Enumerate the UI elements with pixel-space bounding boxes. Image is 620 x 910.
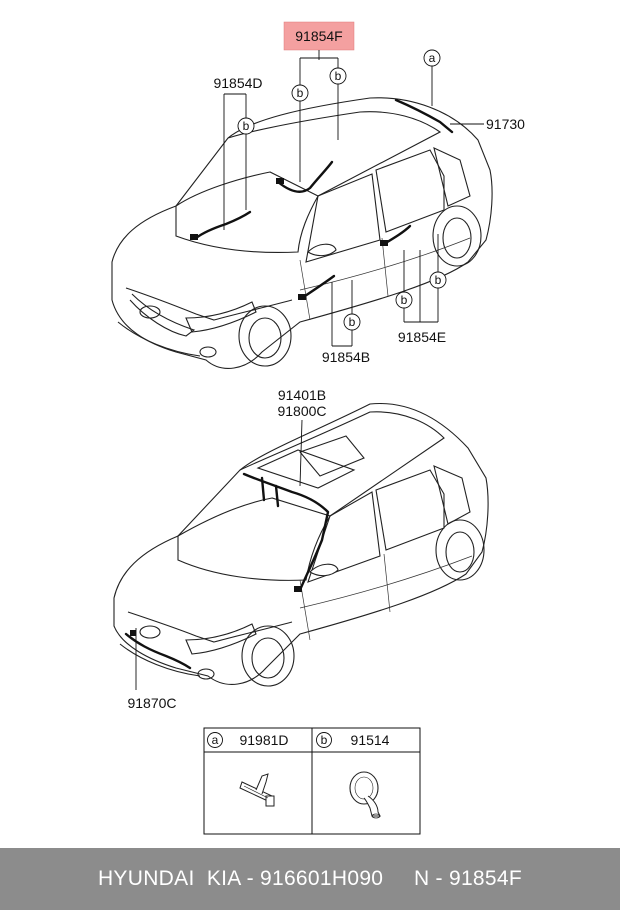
label-91730: 91730: [486, 116, 525, 132]
callout-b-91854f-right: b: [335, 69, 342, 83]
leader-91854f: [299, 50, 339, 182]
clip-91981d-icon: [239, 773, 275, 807]
label-91854b: 91854B: [322, 349, 370, 365]
callout-b-91854e-left: b: [401, 293, 408, 307]
legend-b-part: 91514: [351, 732, 390, 748]
callout-b-91854e-right: b: [435, 273, 442, 287]
label-91800c: 91800C: [277, 403, 326, 419]
label-91870c: 91870C: [127, 695, 176, 711]
footer-part-number: HYUNDAI KIA - 916601H090 N - 91854F: [97, 867, 523, 890]
legend-a-letter: a: [212, 733, 219, 747]
legend-b-letter: b: [321, 733, 328, 747]
label-91854e: 91854E: [398, 329, 446, 345]
label-91854f: 91854F: [295, 28, 342, 44]
callout-b-91854d: b: [243, 119, 250, 133]
callout-b-91854f-left: b: [297, 86, 304, 100]
top-car-wiring: [190, 98, 454, 300]
highlight-box-91854f: [283, 21, 355, 51]
callout-b-91854b: b: [349, 315, 356, 329]
label-91401b: 91401B: [278, 387, 326, 403]
footer-bar: [0, 848, 620, 910]
legend-a-part: 91981D: [239, 732, 288, 748]
callout-a-91730: a: [429, 51, 436, 65]
top-car-illustration: [111, 97, 493, 369]
label-91854d: 91854D: [213, 75, 262, 91]
grommet-91514-icon: [349, 771, 381, 819]
legend-table: a 91981D b 91514: [203, 727, 421, 835]
bottom-car-illustration: [113, 402, 489, 687]
bottom-car-wiring: [124, 472, 330, 670]
